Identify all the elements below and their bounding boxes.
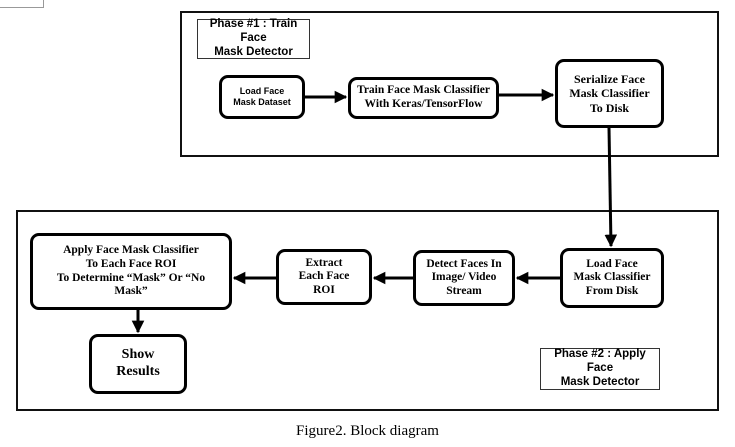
corner-decoration — [0, 0, 44, 8]
apply-face-mask-classifier-node: Apply Face Mask Classifier To Each Face … — [30, 233, 232, 310]
extract-face-roi-node: Extract Each Face ROI — [276, 249, 372, 305]
phase2-label: Phase #2 : Apply Face Mask Detector — [540, 348, 660, 390]
load-face-mask-dataset-node: Load Face Mask Dataset — [219, 75, 305, 119]
serialize-face-mask-classifier-node: Serialize Face Mask Classifier To Disk — [555, 59, 664, 128]
phase1-label: Phase #1 : Train Face Mask Detector — [197, 18, 310, 59]
detect-faces-node: Detect Faces In Image/ Video Stream — [413, 250, 515, 306]
train-face-mask-classifier-node: Train Face Mask Classifier With Keras/Te… — [348, 77, 499, 119]
show-results-node: Show Results — [89, 334, 187, 394]
load-face-mask-classifier-node: Load Face Mask Classifier From Disk — [560, 248, 664, 308]
figure-caption: Figure2. Block diagram — [296, 423, 439, 439]
